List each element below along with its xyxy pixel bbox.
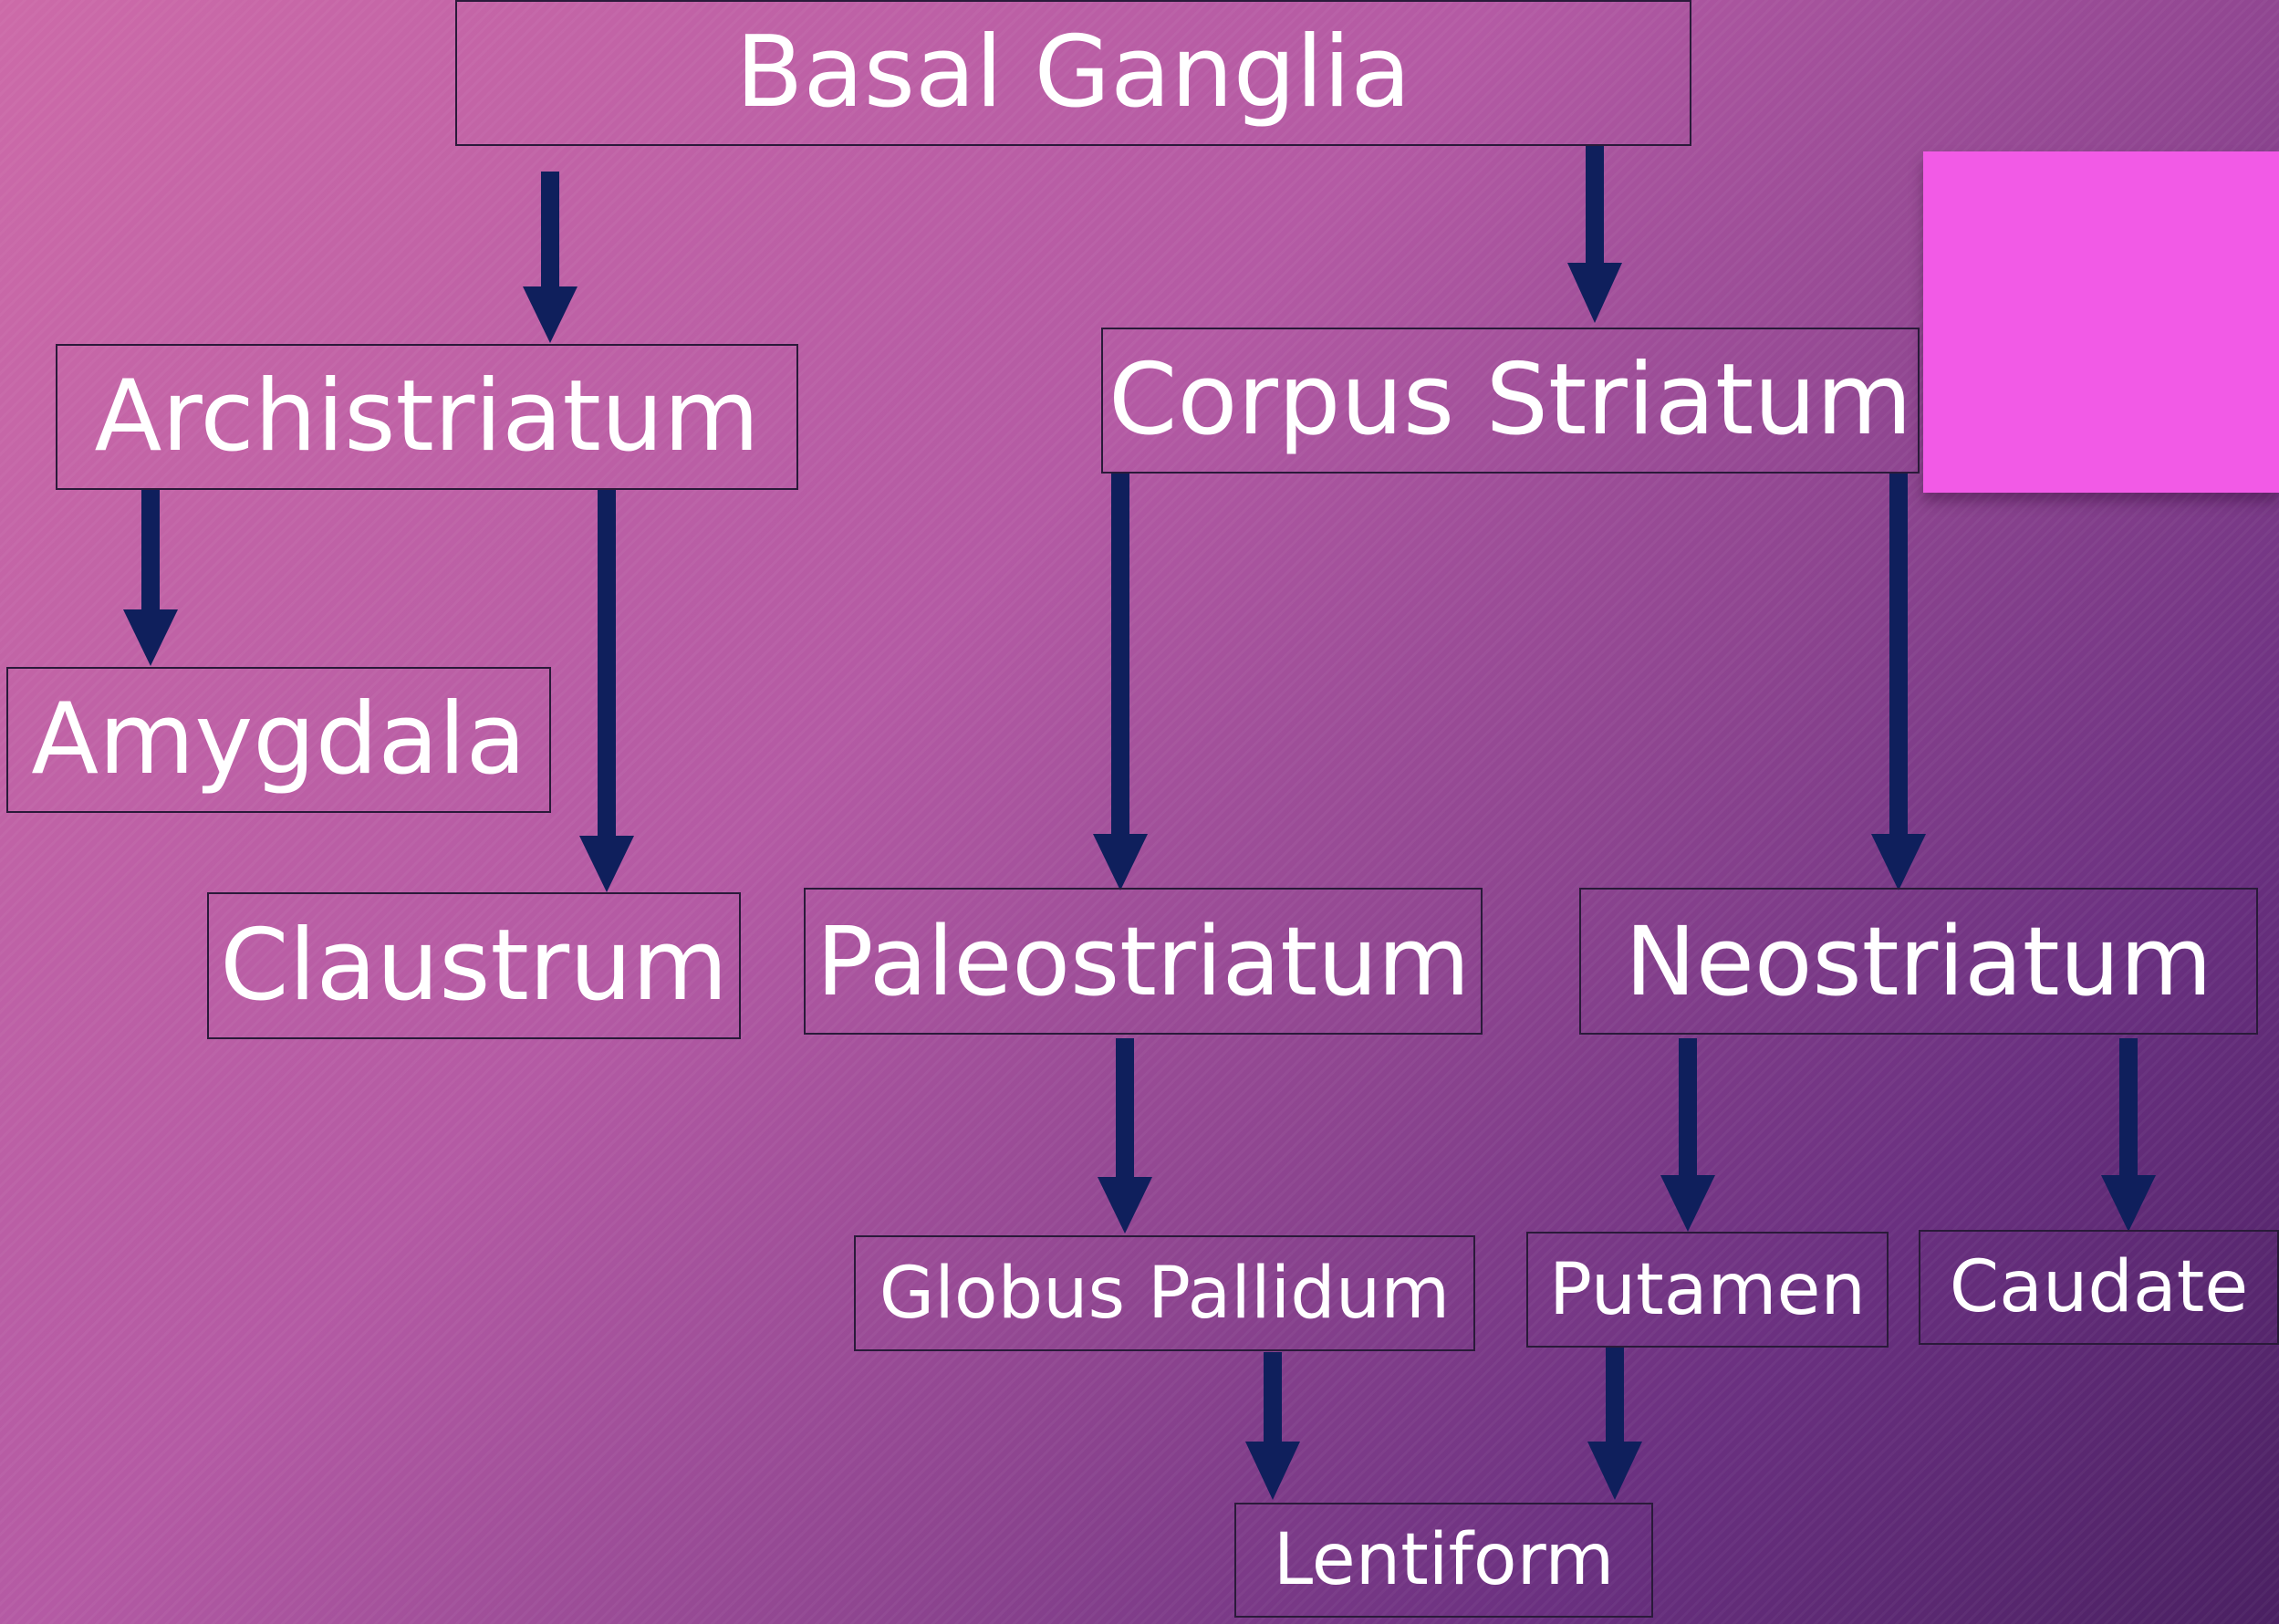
arrow-corpus-striatum-to-paleostriatum bbox=[1093, 473, 1148, 890]
node-globus-pallidum: Globus Pallidum bbox=[854, 1235, 1475, 1351]
node-label: Basal Ganglia bbox=[735, 16, 1411, 130]
arrow-basal-to-corpus-striatum bbox=[1567, 144, 1622, 323]
node-label: Neostriatum bbox=[1625, 905, 2212, 1017]
node-archistriatum: Archistriatum bbox=[56, 344, 798, 490]
node-label: Globus Pallidum bbox=[879, 1252, 1451, 1335]
arrow-corpus-striatum-to-neostriatum bbox=[1871, 473, 1926, 890]
node-label: Caudate bbox=[1949, 1246, 2249, 1328]
node-label: Claustrum bbox=[220, 908, 728, 1023]
node-caudate: Caudate bbox=[1919, 1230, 2279, 1345]
node-amygdala: Amygdala bbox=[6, 667, 551, 813]
node-paleostriatum: Paleostriatum bbox=[804, 888, 1483, 1035]
accent-block bbox=[1923, 151, 2279, 493]
node-label: Archistriatum bbox=[94, 359, 760, 474]
node-basal-ganglia: Basal Ganglia bbox=[455, 0, 1691, 146]
node-label: Lentiform bbox=[1273, 1519, 1615, 1601]
node-label: Putamen bbox=[1549, 1248, 1866, 1331]
node-putamen: Putamen bbox=[1526, 1232, 1889, 1348]
arrow-globus-pallidum-to-lentiform bbox=[1245, 1352, 1300, 1500]
arrow-archistriatum-to-amygdala bbox=[123, 489, 178, 666]
arrow-neostriatum-to-putamen bbox=[1660, 1038, 1715, 1232]
arrow-archistriatum-to-claustrum bbox=[579, 489, 634, 892]
arrow-putamen-to-lentiform bbox=[1587, 1347, 1642, 1500]
node-neostriatum: Neostriatum bbox=[1579, 888, 2258, 1035]
node-label: Corpus Striatum bbox=[1108, 343, 1912, 457]
arrow-neostriatum-to-caudate bbox=[2101, 1038, 2156, 1232]
node-lentiform: Lentiform bbox=[1234, 1503, 1653, 1618]
arrow-paleostriatum-to-globus-pallidum bbox=[1098, 1038, 1152, 1234]
node-label: Amygdala bbox=[31, 682, 526, 796]
node-corpus-striatum: Corpus Striatum bbox=[1101, 328, 1920, 474]
arrow-basal-to-archistriatum bbox=[523, 172, 578, 343]
node-claustrum: Claustrum bbox=[207, 892, 741, 1039]
node-label: Paleostriatum bbox=[816, 905, 1471, 1017]
